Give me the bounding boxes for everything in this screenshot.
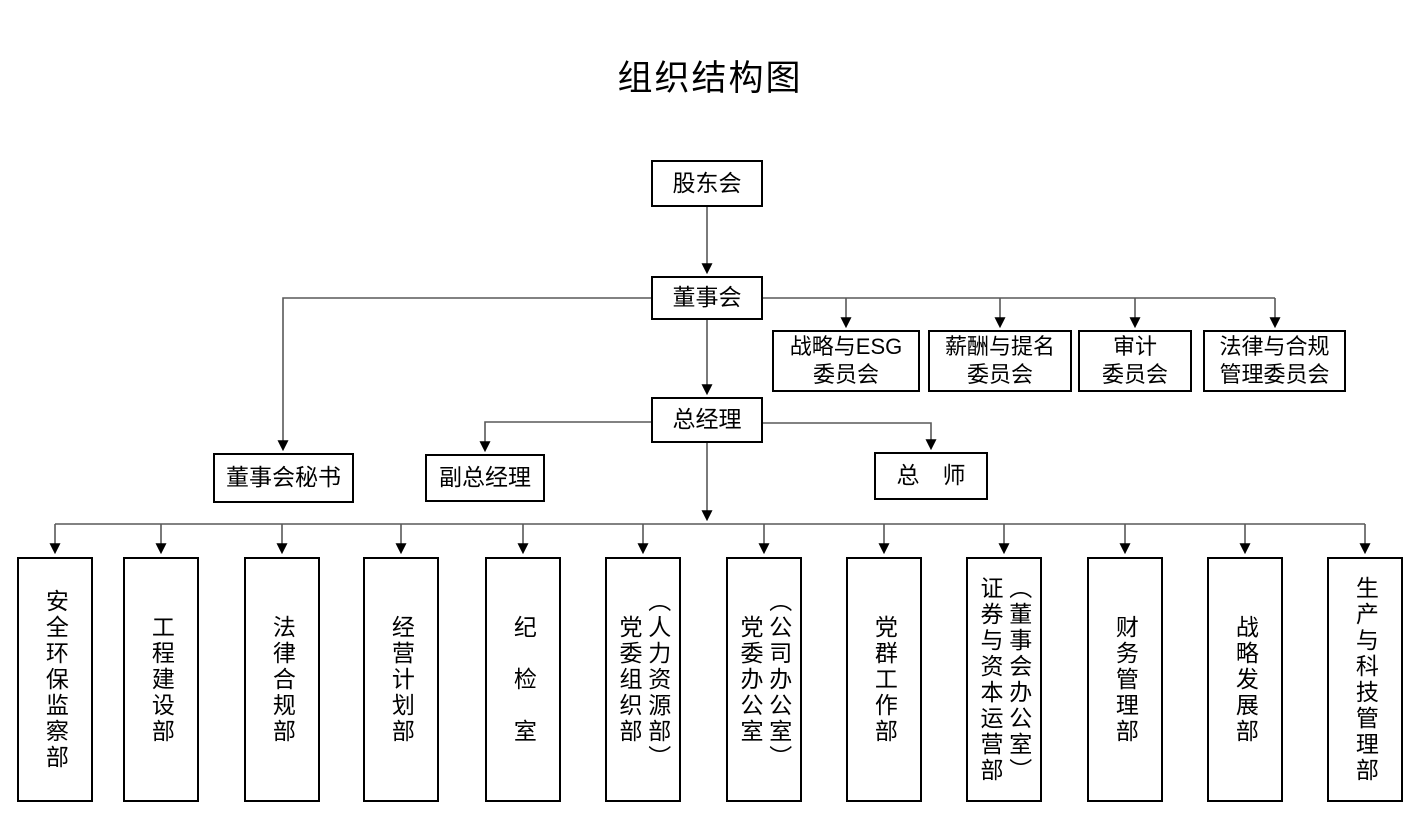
node-board-secretary: 董事会秘书: [213, 453, 354, 503]
dept-label: 党委办公室 （公司办公室）: [737, 588, 792, 771]
dept-engineering-construction: 工程建设部: [123, 557, 199, 802]
dept-label: 党委组织部 （人力资源部）: [616, 588, 671, 771]
node-shareholders-meeting: 股东会: [651, 160, 763, 207]
node-chief-engineer: 总 师: [874, 452, 988, 500]
dept-label: 法律合规部: [269, 614, 296, 745]
dept-label: 生产与科技管理部: [1352, 575, 1379, 784]
node-board-of-directors: 董事会: [651, 276, 763, 320]
dept-safety-environmental-supervision: 安全环保监察部: [17, 557, 93, 802]
dept-label: 安全环保监察部: [42, 588, 69, 771]
dept-legal-compliance: 法律合规部: [244, 557, 320, 802]
dept-label: 财务管理部: [1112, 614, 1139, 745]
dept-finance-management: 财务管理部: [1087, 557, 1163, 802]
page-title: 组织结构图: [617, 59, 803, 98]
dept-discipline-inspection-office: 纪 检 室: [485, 557, 561, 802]
dept-party-mass-work: 党群工作部: [846, 557, 922, 802]
committee-remuneration-nomination: 薪酬与提名 委员会: [928, 330, 1072, 392]
dept-strategic-development: 战略发展部: [1207, 557, 1283, 802]
dept-label: 战略发展部: [1232, 614, 1259, 745]
dept-production-technology-management: 生产与科技管理部: [1327, 557, 1403, 802]
dept-party-committee-office: 党委办公室 （公司办公室）: [726, 557, 802, 802]
dept-label: 工程建设部: [148, 614, 175, 745]
committee-legal-compliance-management: 法律与合规 管理委员会: [1203, 330, 1346, 392]
dept-label: 党群工作部: [871, 614, 898, 745]
node-general-manager: 总经理: [651, 397, 763, 443]
dept-label: 纪 检 室: [510, 614, 537, 745]
committee-strategy-esg: 战略与ESG 委员会: [772, 330, 920, 392]
dept-label: 证券与资本运营部 （董事会办公室）: [977, 575, 1032, 784]
dept-operation-planning: 经营计划部: [363, 557, 439, 802]
dept-securities-capital-operation: 证券与资本运营部 （董事会办公室）: [966, 557, 1042, 802]
node-deputy-general-manager: 副总经理: [425, 454, 545, 502]
committee-audit: 审计 委员会: [1078, 330, 1192, 392]
dept-party-committee-organization: 党委组织部 （人力资源部）: [605, 557, 681, 802]
dept-label: 经营计划部: [388, 614, 415, 745]
